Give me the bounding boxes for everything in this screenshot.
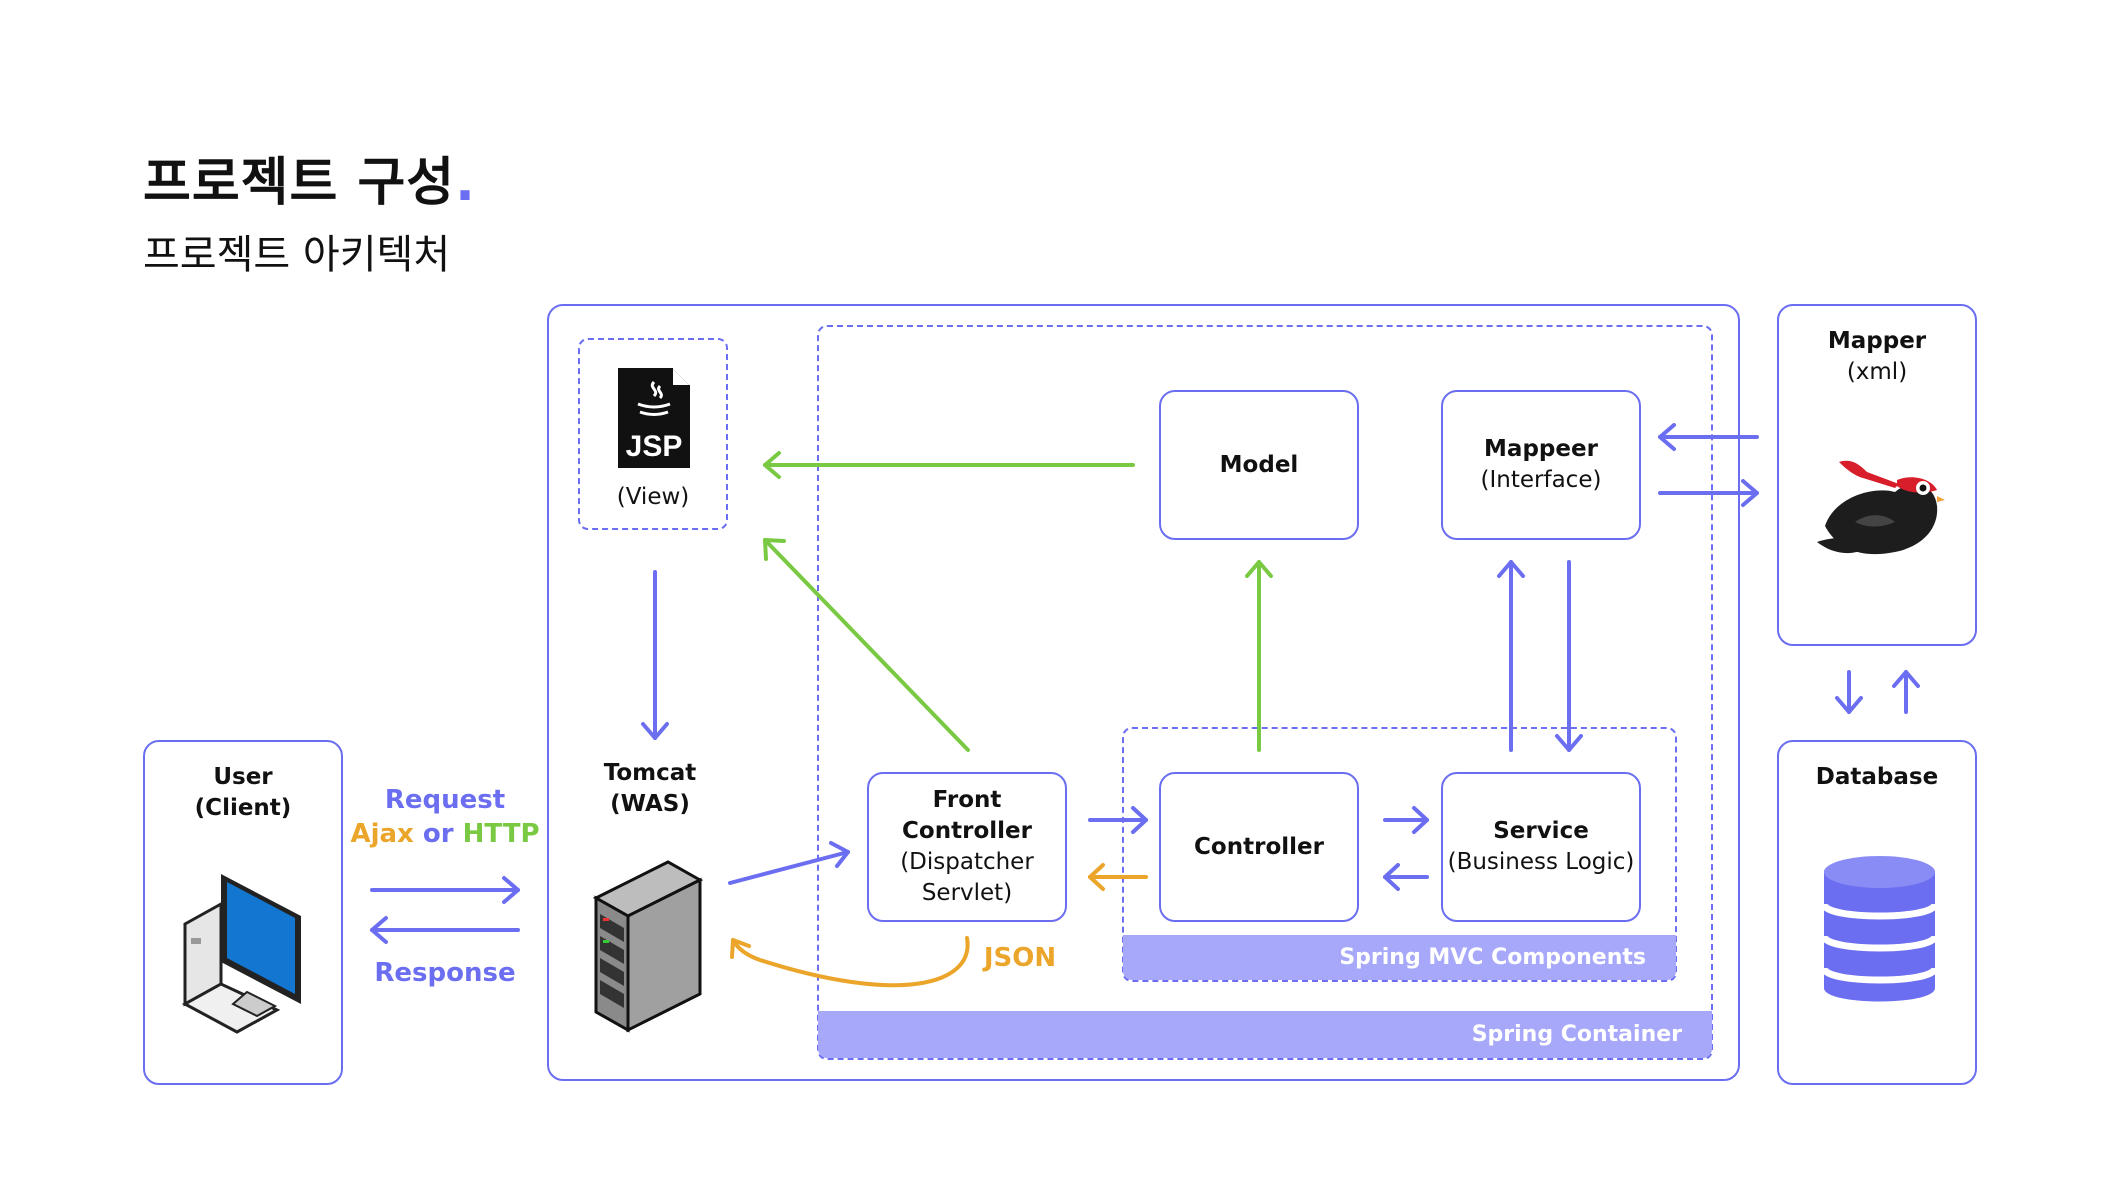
user-subtitle: (Client) xyxy=(194,795,292,821)
request-label: Request xyxy=(384,785,506,815)
controller-to-front-arrow xyxy=(1088,863,1148,891)
mappeer-title: Mappeer xyxy=(1484,436,1598,462)
computer-icon xyxy=(181,874,301,1034)
jsp-file-icon: JSP xyxy=(618,368,690,468)
request-protocol: Ajax or HTTP xyxy=(350,819,540,850)
mapper-xml-box: Mapper (xml) xyxy=(1777,304,1977,646)
front-controller-line2: (Dispatcher xyxy=(900,849,1034,875)
jsp-icon-text: JSP xyxy=(626,430,683,463)
service-to-controller-arrow xyxy=(1383,863,1429,891)
controller-box: Controller xyxy=(1159,772,1359,922)
tomcat-subtitle: (WAS) xyxy=(610,791,690,817)
service-title: Service xyxy=(1493,818,1589,844)
mapper-xml-subtitle: (xml) xyxy=(1846,359,1908,385)
or-text: or xyxy=(413,819,463,849)
spring-container-box xyxy=(817,325,1713,1060)
mappeer-subtitle: (Interface) xyxy=(1480,467,1602,493)
front-to-view-arrow xyxy=(763,538,970,752)
title-text: 프로젝트 구성 xyxy=(143,153,456,213)
view-box: JSP (View) xyxy=(578,338,728,530)
tomcat-title: Tomcat xyxy=(603,760,697,786)
controller-to-service-arrow xyxy=(1383,806,1429,834)
db-to-mapperxml-arrow xyxy=(1892,670,1920,714)
service-subtitle: (Business Logic) xyxy=(1447,849,1635,875)
mappeer-to-mapperxml-arrow xyxy=(1658,479,1759,507)
model-title: Model xyxy=(1219,451,1299,478)
spring-container-band: Spring Container xyxy=(818,1011,1712,1058)
service-to-mappeer-arrow xyxy=(1497,560,1525,752)
json-return-arrow xyxy=(730,936,970,988)
front-controller-title: Front Controller xyxy=(902,787,1032,844)
mapperxml-to-mappeer-arrow xyxy=(1658,423,1759,451)
request-arrow xyxy=(370,876,520,904)
http-text: HTTP xyxy=(462,819,540,849)
front-controller-line3: Servlet) xyxy=(921,880,1013,906)
tomcat-to-front-arrow xyxy=(728,841,850,885)
mapperxml-to-db-arrow xyxy=(1835,670,1863,714)
json-label: JSON xyxy=(983,943,1057,973)
user-box: User (Client) xyxy=(143,740,343,1085)
database-title: Database xyxy=(1815,764,1939,790)
model-to-view-arrow xyxy=(763,451,1135,479)
title-dot: . xyxy=(455,153,476,213)
spring-mvc-box xyxy=(1122,727,1677,982)
front-controller-box: Front Controller (Dispatcher Servlet) xyxy=(867,772,1067,922)
user-title: User xyxy=(213,764,273,790)
server-icon xyxy=(592,860,704,1033)
spring-mvc-band: Spring MVC Components xyxy=(1123,935,1676,980)
view-label: (View) xyxy=(616,484,690,510)
ajax-text: Ajax xyxy=(350,819,414,849)
mappeer-box: Mappeer (Interface) xyxy=(1441,390,1641,540)
response-arrow xyxy=(370,916,520,944)
response-label: Response xyxy=(374,958,516,988)
database-box: Database xyxy=(1777,740,1977,1085)
service-box: Service (Business Logic) xyxy=(1441,772,1641,922)
mappeer-to-service-arrow xyxy=(1555,560,1583,752)
mapper-xml-title: Mapper xyxy=(1827,328,1927,354)
controller-to-model-arrow xyxy=(1245,560,1273,752)
controller-title: Controller xyxy=(1194,833,1324,860)
mybatis-bird-icon xyxy=(1817,460,1945,555)
front-to-controller-arrow xyxy=(1088,806,1148,834)
database-icon xyxy=(1822,856,1937,1002)
model-box: Model xyxy=(1159,390,1359,540)
page-subtitle: 프로젝트 아키텍처 xyxy=(143,232,451,278)
view-to-tomcat-arrow xyxy=(641,570,669,740)
page-title: 프로젝트 구성. xyxy=(143,140,476,215)
